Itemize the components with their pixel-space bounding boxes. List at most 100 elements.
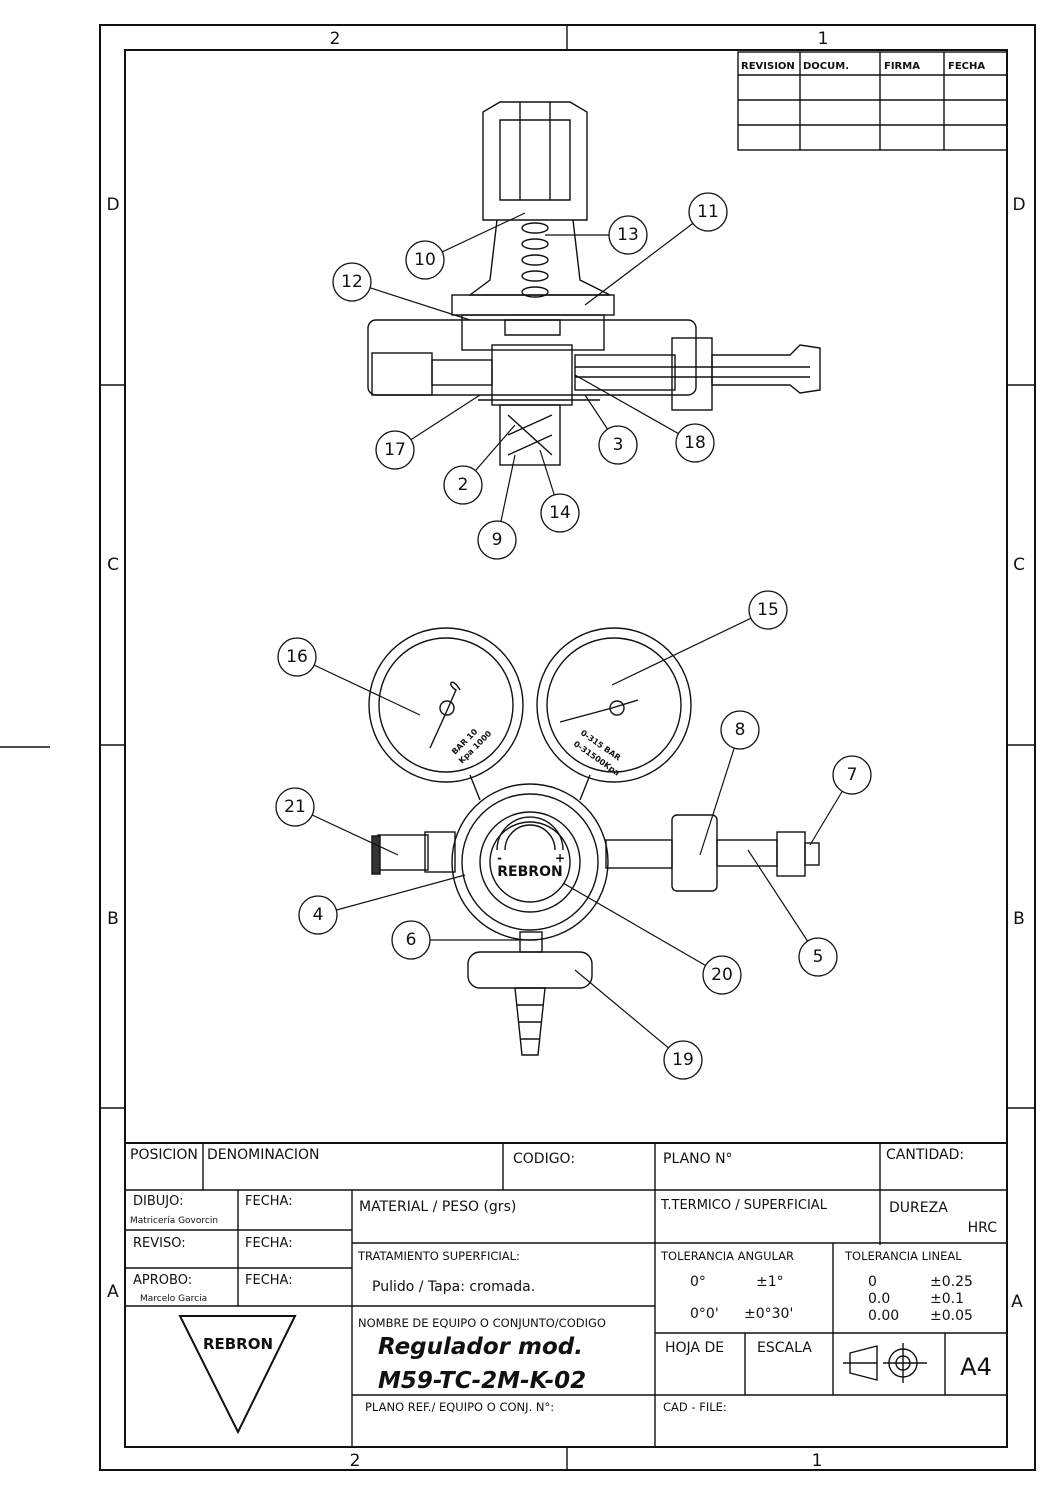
dibujo-fecha-label: FECHA:	[245, 1194, 293, 1209]
rev-header-revision: REVISION	[741, 61, 795, 72]
rebron-logo	[178, 1315, 297, 1435]
balloon-7: 7	[809, 755, 872, 846]
balloon-12: 12	[332, 262, 471, 321]
cantidad-label: CANTIDAD:	[886, 1147, 964, 1163]
zone-row-b-right: B	[1013, 909, 1025, 929]
tol-ang-1: 0°0'	[690, 1306, 719, 1322]
svg-text:3: 3	[613, 435, 624, 455]
plano-label: PLANO N°	[663, 1151, 733, 1167]
front-view	[368, 627, 820, 1056]
zone-col-1: 1	[818, 29, 829, 49]
balloon-15: 15	[611, 590, 788, 686]
tol-ang-1-val: ±0°30'	[744, 1306, 793, 1322]
ttermico-label: T.TERMICO / SUPERFICIAL	[660, 1198, 828, 1213]
knob-brand: REBRON	[497, 864, 562, 880]
projection-symbol	[843, 1343, 927, 1383]
balloon-14: 14	[539, 449, 580, 533]
tol-lineal-label: TOLERANCIA LINEAL	[844, 1249, 962, 1263]
denominacion-label: DENOMINACION	[207, 1147, 320, 1163]
svg-text:17: 17	[384, 440, 406, 460]
posicion-label: POSICION	[130, 1147, 198, 1163]
tol-lin-1: 0.0	[868, 1291, 890, 1307]
sheet-format: A4	[960, 1353, 992, 1381]
reviso-label: REVISO:	[133, 1236, 186, 1251]
svg-text:21: 21	[284, 797, 306, 817]
rev-header-firma: FIRMA	[884, 61, 920, 72]
dureza-label: DUREZA	[889, 1200, 948, 1216]
balloon-11: 11	[584, 192, 728, 306]
part-balloons: 10 13 11 12 17 3 18 2 14 9 16 15 8 7 21 …	[275, 192, 872, 1080]
zone-row-c-right: C	[1013, 555, 1025, 575]
zone-col-2: 2	[330, 29, 341, 49]
equipment-name: Regulador mod.	[378, 1334, 583, 1360]
material-label: MATERIAL / PESO (grs)	[359, 1199, 516, 1215]
balloon-19: 19	[574, 969, 703, 1080]
logo-text: REBRON	[203, 1335, 273, 1353]
codigo-label: CODIGO:	[513, 1151, 575, 1167]
tol-ang-0: 0°	[690, 1274, 706, 1290]
rev-header-docum: DOCUM.	[803, 61, 849, 72]
zone-row-c: C	[107, 555, 119, 575]
drawing-frame	[0, 24, 1036, 1471]
title-block: REBRON POSICION DENOMINACION CODIGO: PLA…	[125, 1142, 1007, 1447]
balloon-10: 10	[405, 212, 526, 280]
svg-text:12: 12	[341, 272, 363, 292]
balloon-3: 3	[584, 394, 638, 465]
cad-file-label: CAD - FILE:	[663, 1400, 727, 1414]
hoja-label: HOJA DE	[665, 1340, 724, 1356]
balloon-20: 20	[562, 882, 742, 995]
svg-text:14: 14	[549, 503, 571, 523]
balloon-9: 9	[477, 454, 517, 560]
plano-ref-label: PLANO REF./ EQUIPO O CONJ. N°:	[365, 1400, 554, 1414]
svg-text:10: 10	[414, 250, 436, 270]
tol-angular-label: TOLERANCIA ANGULAR	[660, 1249, 794, 1263]
tratamiento-label: TRATAMIENTO SUPERFICIAL:	[357, 1249, 520, 1263]
dibujo-name: Matricería Govorcin	[130, 1216, 218, 1226]
svg-text:8: 8	[735, 720, 746, 740]
svg-text:2: 2	[458, 475, 469, 495]
zone-row-a: A	[107, 1282, 119, 1302]
zone-labels: 2 1 2 1 D C B A D C B A	[106, 29, 1025, 1471]
zone-row-a-right: A	[1011, 1292, 1023, 1312]
balloon-6: 6	[391, 920, 537, 960]
tol-lin-0: 0	[868, 1274, 877, 1290]
zone-row-d-right: D	[1012, 195, 1025, 215]
tol-lin-2: 0.00	[868, 1308, 899, 1324]
svg-text:11: 11	[697, 202, 719, 222]
escala-label: ESCALA	[757, 1340, 812, 1356]
svg-text:5: 5	[813, 947, 824, 967]
balloon-2: 2	[443, 424, 516, 505]
svg-text:15: 15	[757, 600, 779, 620]
balloon-18: 18	[574, 374, 715, 463]
zone-row-b: B	[107, 909, 119, 929]
balloon-5: 5	[747, 849, 838, 977]
balloon-4: 4	[298, 874, 466, 935]
knob-labels: REBRON - +	[497, 851, 565, 880]
balloon-13: 13	[545, 215, 648, 255]
dibujo-label: DIBUJO:	[133, 1194, 184, 1209]
section-view	[367, 101, 821, 466]
svg-text:19: 19	[672, 1050, 694, 1070]
nombre-label: NOMBRE DE EQUIPO O CONJUNTO/CODIGO	[358, 1316, 606, 1330]
svg-text:20: 20	[711, 965, 733, 985]
tol-lin-1-val: ±0.1	[930, 1291, 964, 1307]
reviso-fecha-label: FECHA:	[245, 1236, 293, 1251]
balloon-21: 21	[275, 787, 399, 856]
equipment-code: M59-TC-2M-K-02	[378, 1368, 586, 1394]
svg-text:13: 13	[617, 225, 639, 245]
rev-header-fecha: FECHA	[948, 61, 985, 72]
knob-minus: -	[497, 851, 502, 865]
zone-col-1-bottom: 1	[812, 1451, 823, 1471]
svg-text:7: 7	[847, 765, 858, 785]
zone-col-2-bottom: 2	[350, 1451, 361, 1471]
zone-row-d: D	[106, 195, 119, 215]
aprobo-label: APROBO:	[133, 1273, 192, 1288]
tratamiento-value: Pulido / Tapa: cromada.	[372, 1279, 535, 1295]
aprobo-fecha-label: FECHA:	[245, 1273, 293, 1288]
svg-text:4: 4	[313, 905, 324, 925]
svg-text:16: 16	[286, 647, 308, 667]
balloon-16: 16	[277, 637, 421, 716]
balloon-8: 8	[699, 710, 760, 856]
svg-text:9: 9	[492, 530, 503, 550]
